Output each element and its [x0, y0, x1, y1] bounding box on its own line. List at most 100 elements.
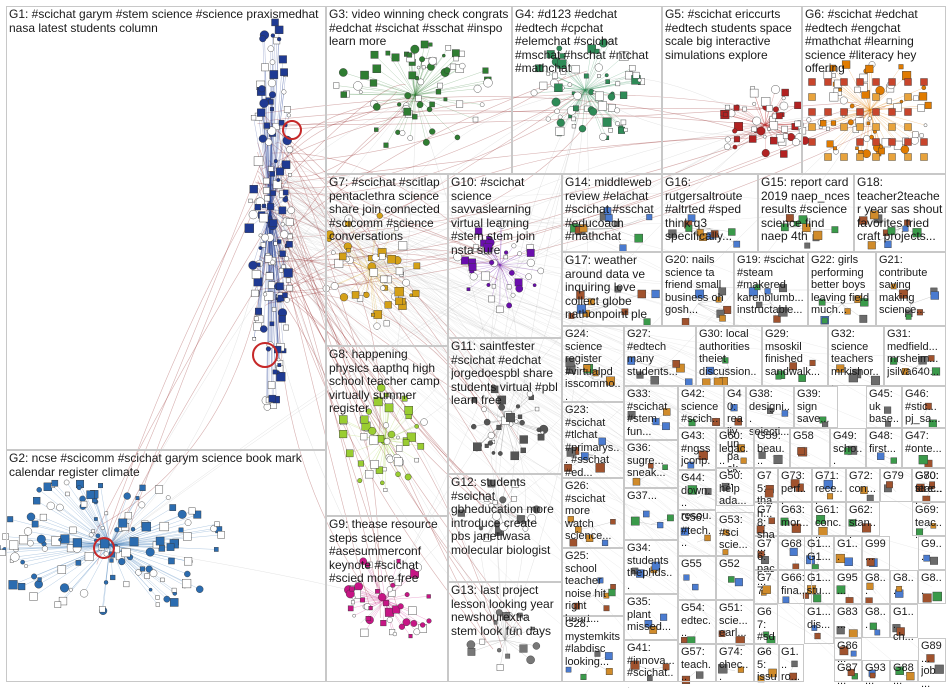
group-label: G13: last project lesson looking year ne…	[451, 584, 559, 638]
group-label: G77	[757, 572, 775, 597]
group-label: G87...	[837, 662, 859, 687]
group-label: G1... G1...	[807, 538, 831, 563]
group-g11: G11: saintfester #scichat #edchat jorged…	[448, 338, 562, 474]
group-g57: G57: teach...	[678, 644, 716, 682]
group-label: G22: girls performing better boys leavin…	[811, 254, 873, 317]
group-g27: G27: #edtech many students...	[624, 326, 696, 386]
group-g47: G47: #onte...	[902, 428, 946, 468]
group-g92: G1... G1...	[804, 536, 834, 570]
group-g19: G19: #scichat #steam #makered karenblumb…	[734, 252, 808, 326]
group-label: G25: school teacher noise hit right hear…	[565, 550, 621, 625]
group-label: G63: mor...	[781, 504, 809, 529]
group-label: G30: local authorities theiet discussion…	[699, 328, 759, 391]
group-label: G12: students #scichat gbheducation more…	[451, 476, 559, 557]
group-label: G27: #edtech many students...	[627, 328, 693, 378]
group-label: G36: sugre... sneak...	[627, 442, 675, 480]
group-g15: G15: report card 2019 naep_nces results …	[758, 174, 854, 252]
group-label: G79	[883, 470, 909, 483]
group-label: G55	[681, 558, 713, 571]
group-g41: G41: #innova... #scichat...	[624, 640, 678, 682]
group-label: G95...	[837, 572, 859, 597]
group-g34: G34: students thephds...	[624, 540, 678, 594]
group-g81: G1... ro...	[778, 644, 804, 682]
group-g85: G8...	[862, 604, 890, 638]
group-label: G15: report card 2019 naep_nces results …	[761, 176, 851, 244]
group-label: G49: scho...	[833, 430, 863, 468]
group-label: G21: contribute saving making science...	[879, 254, 943, 317]
group-g90: G9...	[918, 536, 946, 570]
group-label: G26: #scichat more watch science...	[565, 480, 621, 543]
group-g8: G8: happening physics aapthq high school…	[326, 346, 448, 516]
group-g94: G1... dis...	[804, 604, 834, 644]
group-g49: G49: scho...	[830, 428, 866, 468]
group-g52: G52	[716, 556, 754, 600]
group-label: G47: #onte...	[905, 430, 943, 455]
group-label: G59: beau...	[757, 430, 787, 468]
group-g5: G5: #scichat ericcurts #edtech students …	[662, 6, 802, 174]
group-g32: G32: science teachers mrkishor...	[828, 326, 884, 386]
group-label: G16: rutgersaltroute #altrted #sped thin…	[665, 176, 755, 244]
group-label: G53: #sci scie...	[719, 514, 751, 552]
group-g10: G10: #scichat science savvaslearning vir…	[448, 174, 562, 338]
group-label: G78: sha...	[757, 504, 775, 554]
group-label: G34: students thephds...	[627, 542, 675, 592]
group-g12: G12: students #scichat gbheducation more…	[448, 474, 562, 582]
group-g21: G21: contribute saving making science...	[876, 252, 946, 326]
group-g51: G51: scie... earl...	[716, 600, 754, 644]
group-g89: G89... job ...	[918, 638, 946, 682]
group-g24: G24: science register #virtualpd isscomm…	[562, 326, 624, 402]
group-g20: G20: nails science ta friend small busin…	[662, 252, 734, 326]
group-g22: G22: girls performing better boys leavin…	[808, 252, 876, 326]
group-label: G35: plant missed...	[627, 596, 675, 634]
group-g38: G38: designi... selecti...	[746, 386, 794, 428]
group-label: G39: sign save...	[797, 388, 835, 426]
group-g42: G42: science #scich...	[678, 386, 724, 428]
group-label: G88...	[893, 662, 915, 687]
group-g3: G3: video winning check congrats #edchat…	[326, 6, 512, 174]
group-label: G8...	[893, 572, 915, 597]
group-label: G1... ch...	[893, 606, 915, 644]
group-label: G56: #tech...	[681, 512, 713, 550]
group-label: G9...	[921, 538, 943, 563]
group-label: G23: #scichat #tlchat #primarys... #ssch…	[565, 404, 621, 479]
group-label: G3: video winning check congrats #edchat…	[329, 8, 509, 49]
group-g53: G53: #sci scie...	[716, 512, 754, 556]
group-g26: G26: #scichat more watch science...	[562, 478, 624, 548]
group-label: G48: first...	[869, 430, 899, 455]
group-label: G17: weather around data ve inquiring lo…	[565, 254, 659, 322]
group-g88: G88...	[890, 660, 918, 682]
group-g73: G73: perf...	[778, 468, 812, 502]
group-g36: G36: sugre... sneak...	[624, 440, 678, 488]
group-g75: G75: than...	[754, 468, 778, 502]
group-g77: G77	[754, 570, 778, 604]
group-label: G54: edtec...	[681, 602, 713, 640]
group-label: G2: ncse #scicomm #scichat garym science…	[9, 452, 323, 479]
group-label: G41: #innova... #scichat...	[627, 642, 675, 688]
group-g7: G7: #scichat #scitlap pentaclethra scien…	[326, 174, 448, 346]
group-g91: G1... stu...	[804, 570, 834, 604]
group-g78: G78: sha...	[754, 502, 778, 536]
group-label: G58	[793, 430, 827, 443]
group-g98: G8...	[918, 570, 946, 604]
group-g83: G83...	[834, 604, 862, 638]
group-label: G50: help ada...	[719, 470, 751, 508]
group-label: G80: stre...	[915, 470, 943, 495]
group-g71: G71: rece...	[812, 468, 846, 502]
group-g67: G67: #sd...	[754, 604, 778, 644]
group-g86: G86...	[834, 638, 862, 660]
group-g40: G40: really unpack...	[724, 386, 746, 428]
group-g46: G46: #stic... pj_sa...	[902, 386, 946, 428]
group-label: G8: happening physics aapthq high school…	[329, 348, 445, 416]
group-label: G20: nails science ta friend small busin…	[665, 254, 731, 317]
group-g37: G37...	[624, 488, 678, 540]
group-g44: G44: down... resou...	[678, 470, 716, 510]
group-label: G31: medfield... mrsheim... jsilva640...	[887, 328, 943, 378]
group-label: G14: middleweb review #elachat #scichat …	[565, 176, 659, 244]
group-g93: G93...	[862, 660, 890, 682]
group-g6: G6: #scichat #edchat #edtech #engchat #m…	[802, 6, 946, 174]
group-g45: G45: uk base...	[866, 386, 902, 428]
group-g39: G39: sign save...	[794, 386, 838, 428]
group-g62: G62: stan...	[846, 502, 880, 536]
group-label: G8...	[865, 572, 887, 597]
group-label: G8...	[921, 572, 943, 597]
